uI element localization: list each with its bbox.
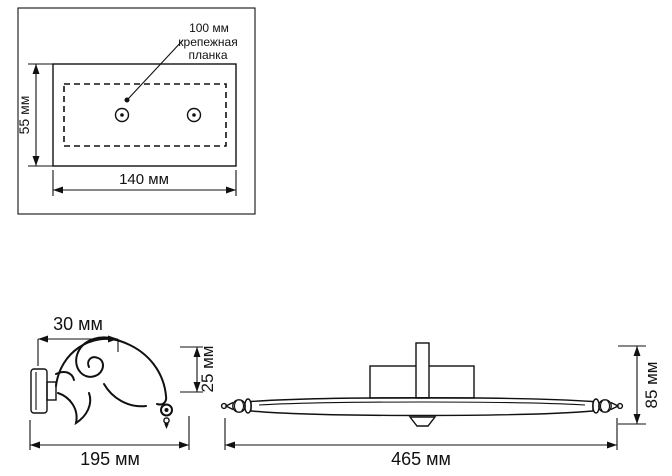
offset-dim-label: 100 мм <box>189 21 229 35</box>
mount-caption-line1: крепежная <box>178 35 237 49</box>
bracket-boss <box>46 381 57 401</box>
scroll-ornament <box>55 336 173 429</box>
width-dimension-140: 140 мм <box>52 170 237 196</box>
mount-caption-line2: планка <box>189 48 228 62</box>
right-finial <box>592 398 624 414</box>
left-finial-ridge <box>241 400 245 412</box>
screw-hole-right-center-dot <box>192 113 196 117</box>
wall-plate <box>30 368 48 414</box>
mounting-plate-dashed-outline <box>63 83 227 147</box>
right-finial-tip <box>616 402 624 410</box>
backplate-outline <box>52 63 237 167</box>
depth-dim-label: 30 мм <box>53 314 103 334</box>
hanging-ring-dot <box>164 408 169 412</box>
screw-hole-left <box>114 107 130 123</box>
front-view: 465 мм 85 мм <box>220 342 661 469</box>
scroll-end-curl <box>156 395 168 406</box>
height-dim-label: 55 мм <box>16 96 32 135</box>
height-dim-label: 85 мм <box>642 361 661 408</box>
width-dim-label: 140 мм <box>119 171 169 188</box>
scroll-mid-tendril <box>103 383 147 408</box>
scroll-small-curl <box>55 371 75 381</box>
leader-line <box>127 39 184 100</box>
length-dim-label: 195 мм <box>80 449 140 469</box>
screw-hole-right <box>186 107 202 123</box>
left-finial <box>220 398 252 414</box>
drop-dimension-25: 25 мм <box>180 345 217 393</box>
screw-hole-left-center-dot <box>120 113 124 117</box>
depth-dimension-30: 30 мм <box>37 314 119 366</box>
pendant-tip <box>164 423 169 429</box>
hanging-ring <box>160 403 173 417</box>
left-finial-tip <box>220 402 228 410</box>
right-finial-ball <box>598 399 612 413</box>
length-dimension-195: 195 мм <box>29 416 190 469</box>
length-dim-label: 465 мм <box>391 449 451 469</box>
height-dimension-55: 55 мм <box>16 63 53 167</box>
leader-dot <box>124 97 130 103</box>
bottom-knob <box>408 416 437 427</box>
scroll-lower-leaf <box>57 392 92 426</box>
length-dimension-465: 465 мм <box>224 418 618 469</box>
top-view-frame <box>17 7 256 215</box>
left-finial-ridge <box>233 400 237 412</box>
pendant-ball <box>163 417 170 424</box>
scroll-main-arm <box>55 337 167 397</box>
mount-stem <box>415 342 430 399</box>
right-finial-ridge <box>607 400 611 412</box>
lamp-body-accent-line <box>258 401 586 406</box>
drop-dim-label: 25 мм <box>198 345 217 392</box>
side-view: 30 мм 25 мм 195 мм <box>29 314 217 469</box>
top-view: 100 мм крепежная планка 55 мм 140 мм <box>16 7 256 215</box>
right-finial-ridge <box>599 400 603 412</box>
left-finial-ball <box>232 399 246 413</box>
scroll-top-spiral <box>75 336 121 378</box>
lamp-body <box>250 397 594 417</box>
height-dimension-85: 85 мм <box>618 345 661 425</box>
